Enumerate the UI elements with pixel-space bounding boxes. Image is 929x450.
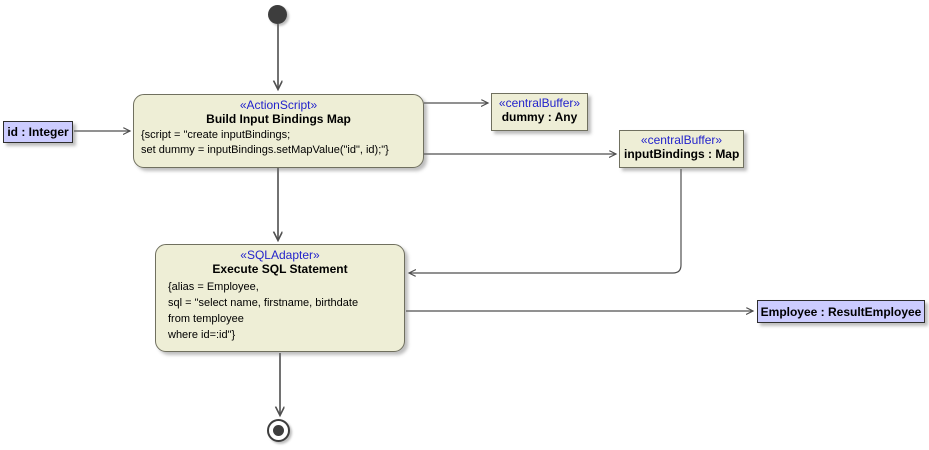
stereotype-label: «centralBuffer»	[498, 96, 581, 110]
action-title: Execute SQL Statement	[212, 262, 348, 276]
object-label: Employee : ResultEmployee	[760, 304, 922, 319]
action-execute-sql-statement[interactable]: «SQLAdapter» Execute SQL Statement {alia…	[155, 244, 405, 352]
edge-inputbindings-to-sql	[409, 169, 682, 273]
stereotype-label: «SQLAdapter»	[240, 248, 320, 262]
buffer-name: inputBindings : Map	[624, 147, 740, 161]
object-label: id : Integer	[7, 125, 69, 139]
object-node-id-integer[interactable]: id : Integer	[3, 121, 73, 143]
central-buffer-dummy[interactable]: «centralBuffer» dummy : Any	[491, 93, 588, 131]
central-buffer-inputbindings[interactable]: «centralBuffer» inputBindings : Map	[619, 130, 744, 168]
initial-node[interactable]	[268, 5, 287, 24]
stereotype-label: «centralBuffer»	[640, 133, 723, 147]
activity-final-node[interactable]	[267, 419, 290, 442]
object-node-employee-resultemployee[interactable]: Employee : ResultEmployee	[757, 300, 925, 323]
final-node-dot	[273, 425, 284, 436]
sql-statement-body: {alias = Employee, sql = "select name, f…	[168, 281, 359, 341]
buffer-name: dummy : Any	[501, 110, 578, 124]
action-script-body: {script = "create inputBindings; set dum…	[141, 129, 389, 156]
action-build-input-bindings-map[interactable]: «ActionScript» Build Input Bindings Map …	[133, 94, 424, 168]
action-title: Build Input Bindings Map	[206, 112, 351, 126]
stereotype-label: «ActionScript»	[239, 98, 318, 112]
